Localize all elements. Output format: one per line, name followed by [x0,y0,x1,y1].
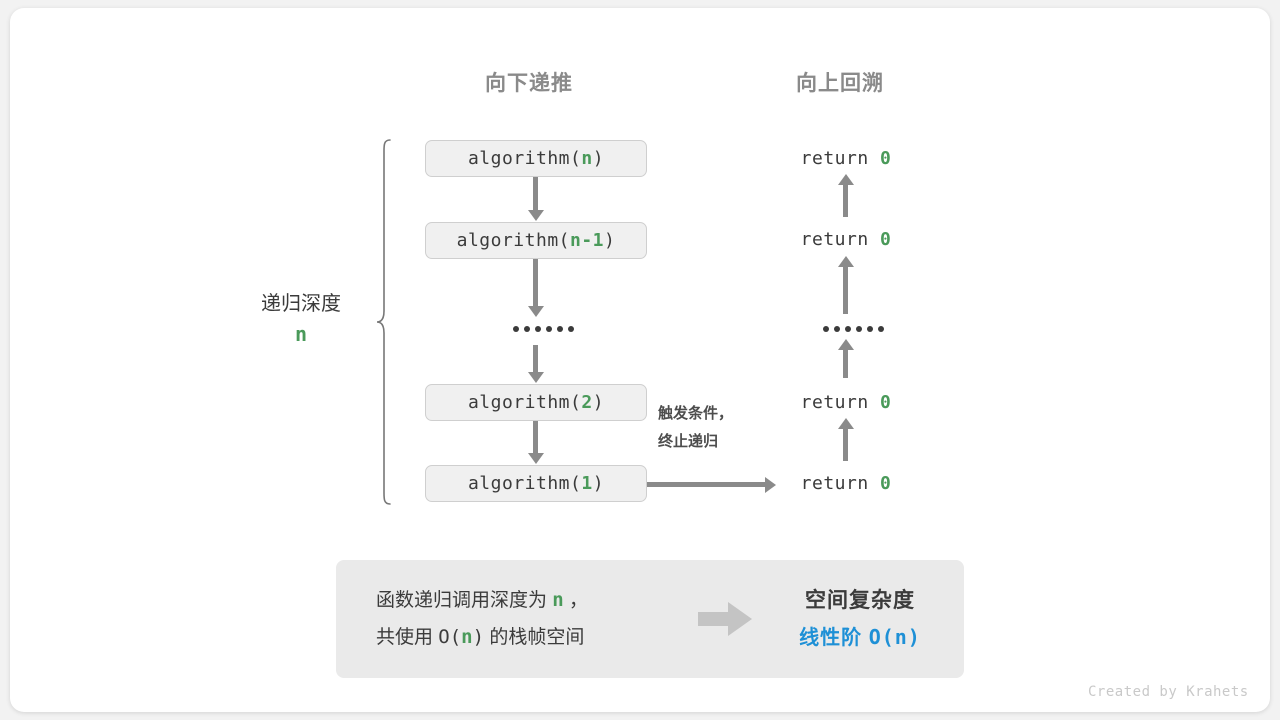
summary-line2-var: n [461,626,473,648]
ellipsis-dot [856,326,862,332]
summary-line2-text-b: 的栈帧空间 [484,627,585,648]
call-box-n-minus-1[interactable]: algorithm(n-1) [425,222,647,259]
credit-text: Created by Krahets [1088,684,1249,700]
ellipsis-dot [845,326,851,332]
summary-line2-mono-close: ) [472,626,485,648]
return-text: return [800,229,880,250]
return-value: 0 [880,473,892,494]
call-box-suffix: ) [592,392,605,413]
return-text: return [800,392,880,413]
call-box-2[interactable]: algorithm(2) [425,384,647,421]
summary-panel: 函数递归调用深度为 n ， 共使用 O(n) 的栈帧空间 空间复杂度 线性阶 O… [336,560,964,678]
call-box-prefix: algorithm( [456,230,570,251]
arrow-down-2 [533,259,538,307]
return-label-base: return 0 [770,473,922,494]
arrow-up-2 [843,266,848,314]
return-value: 0 [880,392,892,413]
call-box-prefix: algorithm( [467,473,582,494]
summary-line-2: 共使用 O(n) 的栈帧空间 [376,619,588,656]
call-box-1[interactable]: algorithm(1) [425,465,647,502]
arrow-down-1 [533,177,538,211]
return-value: 0 [880,148,892,169]
return-text: return [800,473,880,494]
column-header-recurse-down: 向下递推 [485,72,573,95]
summary-line2-text-a: 共使用 [376,627,439,648]
ellipsis-dot [867,326,873,332]
ellipsis-dot [524,326,530,332]
ellipsis-dot [568,326,574,332]
arrow-down-3 [533,345,538,373]
arrow-up-3 [843,349,848,378]
arrow-up-4 [843,428,848,461]
summary-line1-text-a: 函数递归调用深度为 [376,590,553,611]
termination-note-line2: 终止递归 [658,433,719,450]
return-text: return [800,148,880,169]
ellipsis-dot [878,326,884,332]
ellipsis-dot [834,326,840,332]
termination-note: 触发条件， 终止递归 [658,400,778,456]
call-box-arg: n-1 [570,230,605,251]
ellipsis-dot [535,326,541,332]
return-value: 0 [880,229,892,250]
column-header-backtrack-up: 向上回溯 [796,72,884,95]
summary-line1-text-b: ， [563,590,589,611]
arrow-right-icon [698,602,752,636]
summary-line1-var: n [552,589,564,611]
ellipsis-dot [823,326,829,332]
arrow-right-base-case [647,482,765,487]
complexity-order-label: 线性阶 [799,627,869,649]
brace-icon [376,139,391,505]
ellipsis-dot [513,326,519,332]
complexity-notation: O(n) [868,625,921,649]
ellipsis-left [513,326,574,332]
call-box-prefix: algorithm( [467,392,582,413]
recursion-depth-value: n [294,322,308,346]
ellipsis-dot [557,326,563,332]
call-box-n[interactable]: algorithm(n) [425,140,647,177]
return-label-second: return 0 [770,229,922,250]
recursion-depth-text: 递归深度 [261,293,341,315]
call-box-arg: 1 [581,473,593,494]
call-box-suffix: ) [592,148,605,169]
recursion-depth-label: 递归深度 n [242,289,360,349]
ellipsis-right [823,326,884,332]
complexity-value: 线性阶 O(n) [776,619,944,657]
call-box-arg: n [581,148,593,169]
call-box-arg: 2 [581,392,593,413]
recursion-depth-brace [376,139,392,505]
return-label-top: return 0 [770,148,922,169]
summary-conclusion: 空间复杂度 线性阶 O(n) [776,582,944,657]
summary-description: 函数递归调用深度为 n ， 共使用 O(n) 的栈帧空间 [376,582,588,656]
right-block-arrow-icon [698,602,752,636]
call-box-prefix: algorithm( [467,148,582,169]
summary-line-1: 函数递归调用深度为 n ， [376,582,588,619]
arrow-down-4 [533,421,538,454]
arrow-up-1 [843,184,848,217]
summary-line2-mono-open: O( [438,626,462,648]
termination-note-line1: 触发条件， [658,405,734,422]
call-box-suffix: ) [604,230,616,251]
ellipsis-dot [546,326,552,332]
diagram-card: 向下递推 向上回溯 递归深度 n algorithm(n) algorithm(… [10,8,1270,712]
call-box-suffix: ) [592,473,605,494]
return-label-third: return 0 [770,392,922,413]
complexity-title: 空间复杂度 [805,589,915,612]
